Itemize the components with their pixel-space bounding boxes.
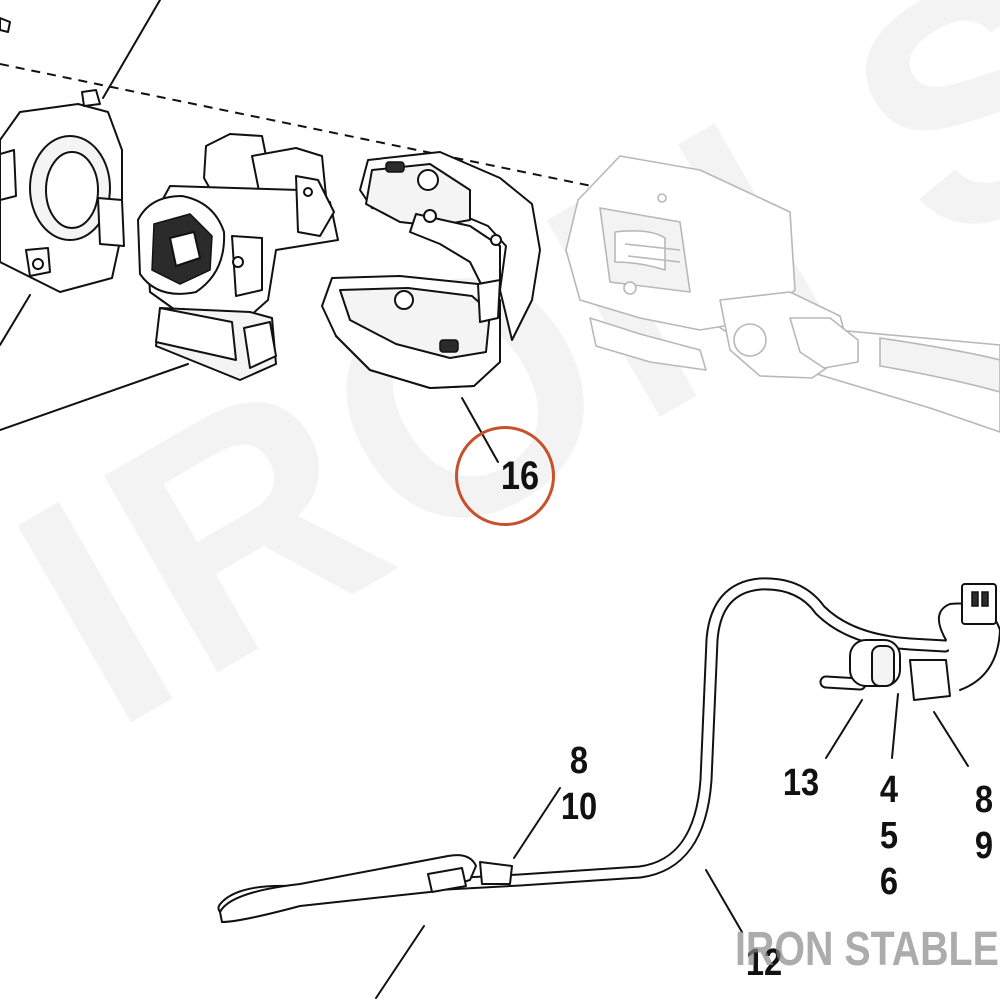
hose-plug-pin — [971, 591, 979, 607]
ring-housing-bore-inner — [45, 151, 99, 229]
ring-housing-clip — [97, 197, 125, 247]
switch-stem — [231, 235, 263, 297]
leader-13 — [825, 699, 863, 759]
ring-housing-side-box — [0, 149, 17, 201]
callout-4: 4 — [879, 769, 899, 811]
leader-12 — [705, 869, 743, 933]
hose-connector-block — [909, 659, 951, 701]
watermark-corner: IRON STABLE — [735, 923, 999, 976]
hose-branch-inner — [821, 677, 865, 689]
leader-8-10 — [513, 787, 561, 859]
callout-8: 8 — [569, 740, 589, 782]
corner-bracket-part — [0, 17, 11, 33]
housing-lower-rim — [335, 335, 475, 389]
callout-10: 10 — [560, 786, 598, 828]
housing-lower-boss — [394, 290, 414, 310]
leader-switch-housing — [0, 363, 189, 431]
housing-16-part — [321, 151, 541, 389]
ghost-roller-2 — [624, 243, 681, 263]
callout-12: 12 — [745, 942, 783, 984]
switch-screw-2 — [303, 187, 313, 197]
ghost-lower-bracket — [589, 317, 707, 371]
housing-upper-hole-2 — [490, 234, 502, 246]
switch-module-part — [137, 133, 339, 381]
hose-grommet-band — [871, 645, 895, 687]
leader-left-edge — [0, 294, 31, 346]
ring-housing-part — [0, 89, 125, 293]
ghost-roller-1 — [614, 230, 666, 271]
hose-plug-pin-2 — [981, 591, 989, 607]
housing-upper-hole — [423, 209, 437, 223]
switch-lower-face — [155, 307, 237, 361]
leader-lever-bottom — [375, 925, 425, 999]
hose-lever — [219, 854, 477, 923]
hose-plug — [961, 583, 997, 625]
switch-knob-slot — [169, 231, 201, 267]
callout-6: 6 — [879, 861, 899, 903]
leader-8-9 — [933, 711, 969, 767]
housing-lower-latch — [477, 279, 501, 323]
switch-screw — [232, 256, 244, 268]
callout-5: 5 — [879, 815, 899, 857]
ring-housing-foot-hole — [32, 258, 44, 270]
callout-4-5-6-group: 4 5 6 — [863, 767, 915, 905]
assembly-axis-line — [0, 63, 641, 197]
leader-4-5-6 — [891, 693, 899, 759]
ghost-lever-pivot — [733, 323, 767, 357]
housing-lower-spring — [439, 339, 459, 353]
callout-8-9-group: 8 9 — [958, 777, 1000, 869]
hose-lever-clip — [479, 861, 513, 885]
ghost-screw — [623, 281, 637, 295]
ring-housing-tab — [81, 89, 101, 107]
ghost-clamp — [789, 317, 859, 369]
housing-upper-boss — [417, 169, 439, 191]
callout-13: 13 — [782, 762, 820, 804]
hose-assembly-part — [217, 577, 1000, 923]
callout-9: 9 — [974, 825, 994, 867]
ghost-handlebar-end — [879, 337, 1000, 393]
callout-16-label: 16 — [500, 454, 540, 498]
hose-lever-fitting — [427, 867, 467, 893]
callout-8-10-group: 8 10 — [553, 738, 605, 830]
housing-upper-spring — [385, 161, 405, 173]
callout-16-ring: 16 — [455, 426, 555, 526]
switch-lower-connector — [243, 321, 277, 369]
ghost-screw-2 — [657, 193, 667, 203]
callout-8-right: 8 — [974, 779, 994, 821]
leader-clockspring — [102, 0, 161, 99]
ghost-handlebar-assembly — [565, 155, 1000, 433]
